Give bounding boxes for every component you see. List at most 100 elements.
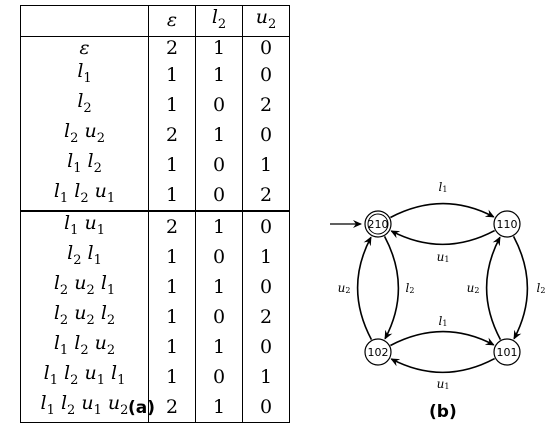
value-cell: 0 bbox=[242, 332, 290, 363]
state-label-210: 210 bbox=[368, 218, 389, 231]
edge-label: l2 bbox=[406, 281, 415, 296]
value-cell: 1 bbox=[195, 210, 243, 243]
value-cell: 0 bbox=[195, 150, 243, 181]
row-label-cell: l1 l2 bbox=[20, 150, 149, 181]
value-cell: 0 bbox=[242, 36, 290, 61]
value-cell: 2 bbox=[148, 36, 196, 61]
header-cell: ε bbox=[148, 5, 196, 37]
edge-l2-left bbox=[383, 235, 400, 340]
value-cell: 0 bbox=[242, 272, 290, 303]
value-cell: 0 bbox=[195, 242, 243, 273]
row-label-cell: l1 l2 u2 bbox=[20, 332, 149, 363]
caption-b: (b) bbox=[429, 402, 457, 422]
state-210-accepting-ring bbox=[367, 213, 389, 235]
value-cell: 0 bbox=[195, 302, 243, 333]
edge-u2-right bbox=[485, 236, 502, 341]
value-cell: 0 bbox=[242, 120, 290, 151]
value-cell: 1 bbox=[148, 272, 196, 303]
edge-label: u1 bbox=[437, 377, 450, 392]
edge-label-halo: l1 bbox=[439, 314, 448, 329]
row-label-cell: l2 u2 bbox=[20, 120, 149, 151]
value-cell: 1 bbox=[148, 332, 196, 363]
value-cell: 0 bbox=[195, 180, 243, 212]
value-cell: 1 bbox=[148, 150, 196, 181]
row-label-cell: l1 u1 bbox=[20, 210, 149, 243]
value-cell: 2 bbox=[242, 180, 290, 212]
caption-a: (a) bbox=[128, 398, 156, 418]
edge-label: l2 bbox=[537, 281, 546, 296]
row-label-cell: l2 u2 l1 bbox=[20, 272, 149, 303]
edge-label-halo: l1 bbox=[439, 180, 448, 195]
row-label-cell: ε bbox=[20, 36, 149, 61]
value-cell: 0 bbox=[242, 392, 290, 424]
edge-label-halo: u1 bbox=[437, 250, 450, 265]
value-cell: 1 bbox=[195, 392, 243, 424]
state-101 bbox=[493, 338, 521, 366]
state-102 bbox=[364, 338, 392, 366]
edge-label-halo: l2 bbox=[537, 281, 546, 296]
edge-label-halo: u1 bbox=[437, 377, 450, 392]
header-cell: l2 bbox=[195, 5, 243, 37]
edge-label: u1 bbox=[437, 250, 450, 265]
value-cell: 1 bbox=[148, 362, 196, 393]
value-cell: 1 bbox=[242, 150, 290, 181]
value-cell: 1 bbox=[242, 362, 290, 393]
state-210 bbox=[364, 210, 392, 238]
edge-u1-top bbox=[390, 229, 496, 246]
state-label-102: 102 bbox=[368, 346, 389, 359]
state-110 bbox=[493, 210, 521, 238]
edge-u2-left bbox=[356, 236, 373, 341]
edge-u1-bottom bbox=[390, 357, 496, 374]
row-label-cell: l2 l1 bbox=[20, 242, 149, 273]
value-cell: 2 bbox=[242, 302, 290, 333]
value-cell: 1 bbox=[148, 90, 196, 121]
value-cell: 1 bbox=[242, 242, 290, 273]
value-cell: 0 bbox=[242, 210, 290, 243]
row-label-cell: l1 bbox=[20, 60, 149, 91]
value-cell: 1 bbox=[195, 332, 243, 363]
header-cell: u2 bbox=[242, 5, 290, 37]
edge-label-halo: u2 bbox=[467, 281, 480, 296]
edge-l1-bottom bbox=[390, 330, 495, 347]
value-cell: 1 bbox=[195, 272, 243, 303]
value-cell: 1 bbox=[195, 60, 243, 91]
row-label-cell: l1 l2 u1 bbox=[20, 180, 149, 212]
edge-label: l1 bbox=[439, 314, 448, 329]
row-label-cell: l1 l2 u1 u2 bbox=[20, 392, 149, 424]
value-cell: 0 bbox=[195, 362, 243, 393]
edge-label-halo: l2 bbox=[406, 281, 415, 296]
value-cell: 1 bbox=[148, 180, 196, 212]
value-cell: 1 bbox=[148, 302, 196, 333]
value-cell: 1 bbox=[148, 60, 196, 91]
edge-label: u2 bbox=[467, 281, 480, 296]
value-cell: 0 bbox=[195, 90, 243, 121]
row-label-cell: l1 l2 u1 l1 bbox=[20, 362, 149, 393]
edge-l1-top bbox=[390, 202, 495, 219]
value-cell: 2 bbox=[148, 120, 196, 151]
value-cell: 0 bbox=[242, 60, 290, 91]
value-cell: 1 bbox=[148, 242, 196, 273]
value-cell: 1 bbox=[195, 36, 243, 61]
value-cell: 2 bbox=[148, 392, 196, 424]
value-cell: 1 bbox=[195, 120, 243, 151]
row-label-cell: l2 u2 l2 bbox=[20, 302, 149, 333]
header-cell bbox=[20, 5, 149, 37]
value-cell: 2 bbox=[242, 90, 290, 121]
edge-label-halo: u2 bbox=[338, 281, 351, 296]
